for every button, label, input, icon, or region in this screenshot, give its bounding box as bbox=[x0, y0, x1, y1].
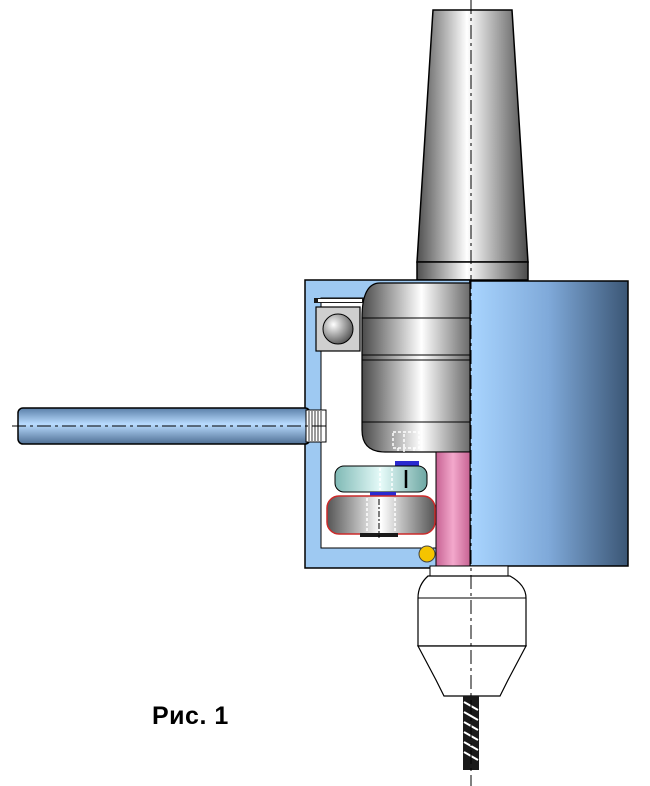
blue-insert-top bbox=[395, 461, 419, 467]
bearing-strip bbox=[314, 298, 366, 303]
horizontal-rod bbox=[12, 407, 330, 445]
blue-insert-mid bbox=[370, 492, 396, 497]
yellow-dot bbox=[418, 545, 436, 563]
spindle-body bbox=[361, 282, 471, 453]
ball-bearing-icon bbox=[315, 306, 361, 352]
figure-caption: Рис. 1 bbox=[152, 702, 229, 730]
pink-shaft bbox=[435, 451, 471, 569]
tapered-shank bbox=[416, 9, 529, 281]
large-wheel bbox=[326, 495, 436, 538]
gear-icon bbox=[334, 465, 428, 493]
drill-chuck bbox=[417, 575, 527, 697]
right-block bbox=[469, 280, 629, 567]
chuck-collar bbox=[429, 565, 509, 577]
